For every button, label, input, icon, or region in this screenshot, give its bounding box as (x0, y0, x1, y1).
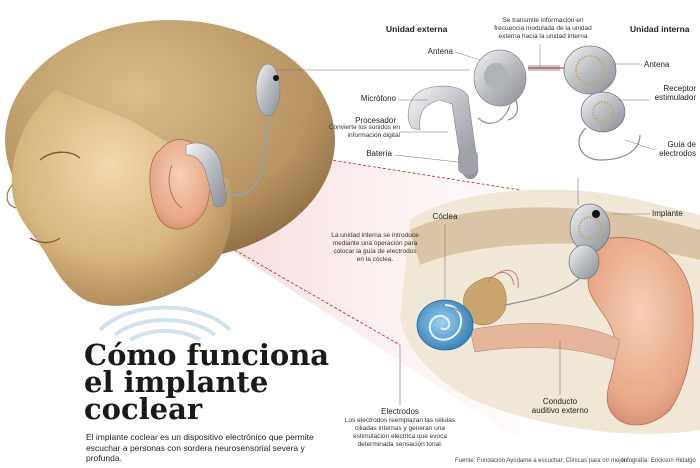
description: El implante coclear es un dispositivo el… (86, 432, 314, 463)
cochlea (416, 299, 474, 351)
ear-processor (185, 63, 281, 208)
credit-text: Infografía: Erickson Hidalgo (622, 458, 696, 464)
label-coclea: Cóclea (432, 212, 458, 221)
label-bateria: Batería (366, 149, 392, 158)
implanted-device (504, 203, 611, 306)
label-antena-internal: Antena (644, 60, 670, 69)
label-electrodos: Electrodos (381, 407, 419, 416)
label-conducto: Conducto auditivo externo (531, 397, 589, 415)
label-antena-external: Antena (427, 47, 453, 56)
label-implante: Implante (652, 209, 683, 218)
external-unit-header: Unidad externa (386, 24, 448, 34)
label-guia: Guía de electrodos (659, 140, 696, 158)
transmit-note: Se transmite información en frecuencia m… (494, 17, 592, 40)
external-processor (407, 85, 511, 180)
child-head (5, 20, 335, 306)
procesador-description: Convierte los sonidos en información dig… (328, 124, 400, 139)
title-line-1: Cómo funciona (84, 338, 330, 372)
label-receptor: Receptor estimulador (654, 84, 696, 102)
page-title: Cómo funciona el implante coclear (84, 338, 384, 426)
internal-note: La unidad interna se introduce mediante … (331, 232, 419, 263)
label-procesador: Procesador (355, 116, 396, 125)
label-microfono: Micrófono (360, 94, 396, 103)
source-text: Fuente: Fundación Ayúdame a escuchar, Cl… (455, 458, 628, 464)
internal-unit (563, 45, 641, 161)
external-antenna (473, 49, 527, 121)
title-line-2: el implante (84, 365, 269, 399)
child-ear (149, 139, 211, 230)
signal-arcs (98, 305, 232, 342)
electrodos-description: Los electrodos reemplazan las células ci… (344, 417, 456, 448)
internal-unit-header: Unidad interna (630, 24, 690, 34)
ear-cross-section (400, 189, 700, 434)
title-line-3: coclear (84, 392, 203, 426)
